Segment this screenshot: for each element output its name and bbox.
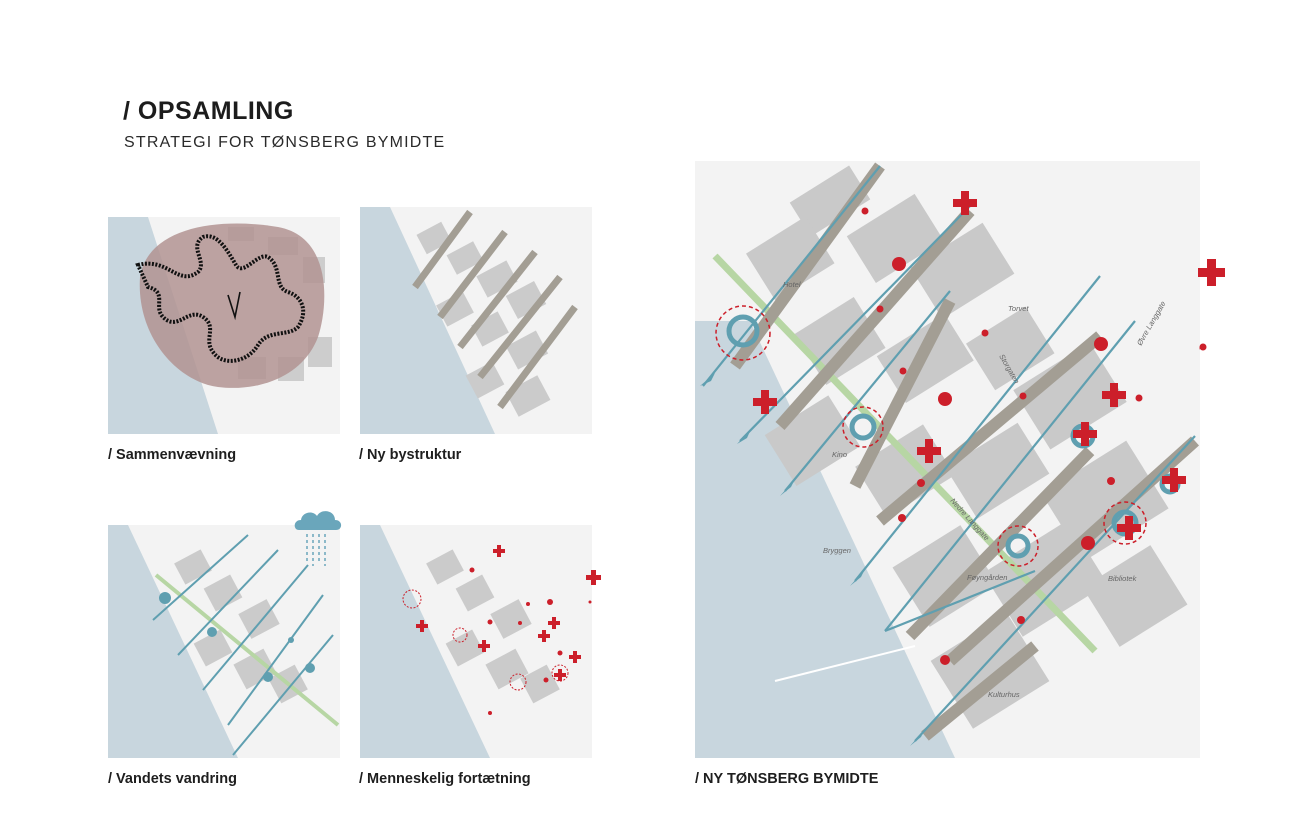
meeting-places bbox=[715, 305, 1147, 567]
ny-tonsberg-map: Hotel Torvet Storgaten Øvre Langgate Kin… bbox=[695, 161, 1200, 758]
main-map-caption: / NY TØNSBERG BYMIDTE bbox=[695, 771, 879, 787]
building-blocks bbox=[416, 221, 551, 417]
panel-caption: / Menneskelig fortætning bbox=[359, 771, 531, 787]
water-area bbox=[360, 525, 490, 758]
plus-markers bbox=[753, 191, 1186, 540]
water-pools bbox=[159, 592, 315, 682]
weaving-mark bbox=[227, 291, 241, 321]
bystruktur-map bbox=[360, 207, 578, 434]
weaving-line bbox=[135, 234, 306, 363]
plus-icon bbox=[586, 570, 601, 604]
panel-menneskelig-fortaetning bbox=[360, 525, 592, 758]
label-bibliotek: Bibliotek bbox=[1108, 574, 1138, 583]
arrow-heads bbox=[700, 373, 925, 746]
green-axis bbox=[154, 573, 340, 727]
label-kulturhus: Kulturhus bbox=[988, 690, 1020, 699]
building-blocks bbox=[426, 549, 560, 704]
main-map: Hotel Torvet Storgaten Øvre Langgate Kin… bbox=[695, 161, 1200, 758]
plus-icon bbox=[1198, 259, 1225, 351]
water-streams bbox=[152, 534, 334, 756]
panel-caption: / Ny bystruktur bbox=[359, 447, 462, 463]
plus-markers bbox=[416, 545, 581, 681]
panel-caption: / Sammenvævning bbox=[108, 447, 237, 463]
panel-sammenvaevning bbox=[108, 217, 340, 434]
label-hotel: Hotel bbox=[783, 280, 801, 289]
panel-ny-bystruktur bbox=[360, 207, 592, 434]
water-area bbox=[108, 525, 238, 758]
water-area bbox=[695, 321, 955, 758]
vandring-map bbox=[108, 525, 340, 758]
panel-vandets-vandring bbox=[108, 525, 340, 758]
fortaetning-map bbox=[360, 525, 581, 758]
water-area bbox=[360, 207, 495, 434]
new-streets bbox=[412, 209, 578, 410]
sammenvaevning-map bbox=[108, 217, 332, 434]
page-subtitle: STRATEGI FOR TØNSBERG BYMIDTE bbox=[124, 134, 446, 151]
activity-dots bbox=[469, 567, 563, 715]
pier-line bbox=[774, 645, 916, 682]
water-streams bbox=[702, 165, 1196, 742]
label-kino: Kino bbox=[832, 450, 847, 459]
rain-cloud-icon bbox=[294, 511, 342, 566]
label-foyngarden: Føyngården bbox=[967, 573, 1007, 582]
activity-dots bbox=[861, 207, 1200, 665]
page-title: / OPSAMLING bbox=[123, 97, 294, 125]
label-torvet: Torvet bbox=[1008, 304, 1029, 313]
panel-caption: / Vandets vandring bbox=[108, 771, 237, 787]
label-ovre-langgate: Øvre Langgate bbox=[1134, 300, 1167, 348]
label-bryggen: Bryggen bbox=[823, 546, 851, 555]
